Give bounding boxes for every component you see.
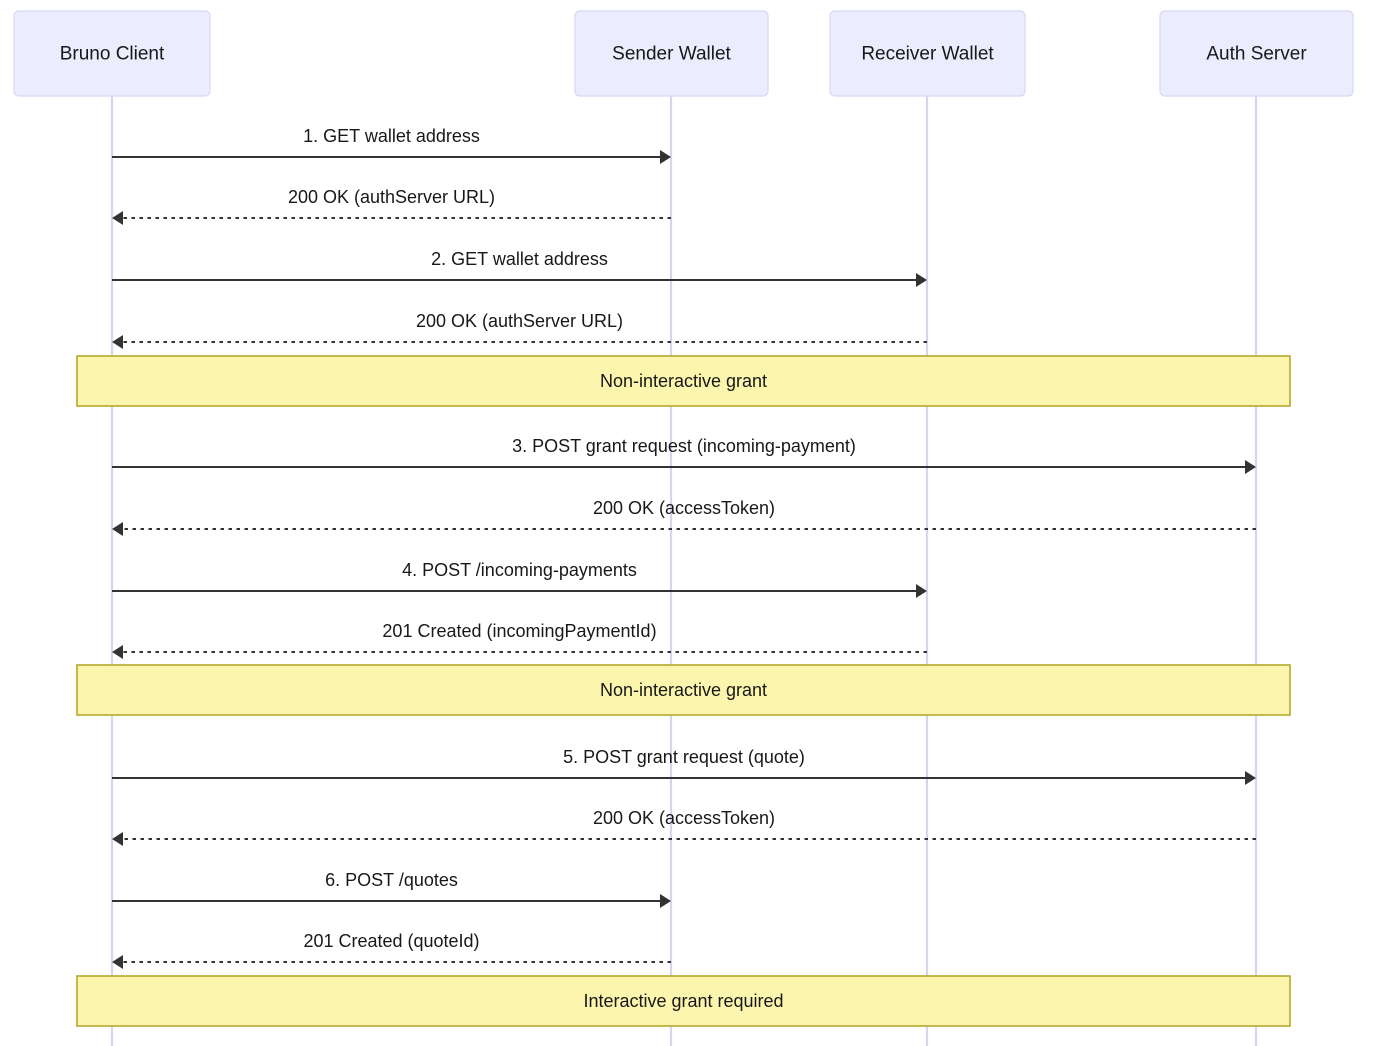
arrow-head-icon (660, 894, 671, 908)
participant-bruno[interactable]: Bruno Client (13, 10, 211, 97)
note-note3: Interactive grant required (76, 975, 1291, 1027)
note-label: Interactive grant required (583, 991, 783, 1011)
message-1: 1. GET wallet address (112, 126, 671, 164)
arrow-head-icon (916, 584, 927, 598)
participant-label: Bruno Client (60, 44, 165, 65)
message-label: 2. GET wallet address (431, 249, 608, 269)
arrow-head-icon (112, 335, 123, 349)
arrow-head-icon (112, 211, 123, 225)
message-label: 6. POST /quotes (325, 870, 458, 890)
message-7: 4. POST /incoming-payments (112, 560, 927, 598)
message-12: 201 Created (quoteId) (112, 931, 671, 969)
message-label: 201 Created (incomingPaymentId) (382, 621, 656, 641)
message-10: 200 OK (accessToken) (112, 808, 1256, 846)
message-11: 6. POST /quotes (112, 870, 671, 908)
participant-label: Auth Server (1206, 44, 1307, 65)
participant-label: Receiver Wallet (861, 44, 994, 65)
message-4: 200 OK (authServer URL) (112, 311, 927, 349)
note-label: Non-interactive grant (600, 680, 767, 700)
message-label: 4. POST /incoming-payments (402, 560, 637, 580)
participant-sender[interactable]: Sender Wallet (574, 10, 769, 97)
participants-layer: Bruno Client Sender Wallet Receiver Wallet… (13, 10, 1354, 97)
arrow-head-icon (1245, 460, 1256, 474)
message-label: 200 OK (accessToken) (593, 808, 775, 828)
arrow-head-icon (916, 273, 927, 287)
message-2: 200 OK (authServer URL) (112, 187, 671, 225)
message-3: 2. GET wallet address (112, 249, 927, 287)
message-label: 1. GET wallet address (303, 126, 480, 146)
participant-auth[interactable]: Auth Server (1159, 10, 1354, 97)
arrow-head-icon (112, 955, 123, 969)
message-5: 3. POST grant request (incoming-payment) (112, 436, 1256, 474)
message-label: 201 Created (quoteId) (303, 931, 479, 951)
arrow-head-icon (1245, 771, 1256, 785)
participant-receiver[interactable]: Receiver Wallet (829, 10, 1026, 97)
message-label: 200 OK (accessToken) (593, 498, 775, 518)
arrow-head-icon (112, 832, 123, 846)
message-6: 200 OK (accessToken) (112, 498, 1256, 536)
participant-label: Sender Wallet (612, 44, 731, 65)
lifelines-layer (110, 96, 1258, 1046)
message-label: 3. POST grant request (incoming-payment) (512, 436, 856, 456)
arrow-head-icon (112, 645, 123, 659)
arrow-head-icon (112, 522, 123, 536)
message-8: 201 Created (incomingPaymentId) (112, 621, 927, 659)
note-note2: Non-interactive grant (76, 664, 1291, 716)
arrow-head-icon (660, 150, 671, 164)
message-label: 200 OK (authServer URL) (416, 311, 623, 331)
message-label: 200 OK (authServer URL) (288, 187, 495, 207)
message-9: 5. POST grant request (quote) (112, 747, 1256, 785)
message-label: 5. POST grant request (quote) (563, 747, 805, 767)
messages-layer: 1. GET wallet address 200 OK (authServer … (112, 126, 1256, 969)
note-note1: Non-interactive grant (76, 355, 1291, 407)
note-label: Non-interactive grant (600, 371, 767, 391)
